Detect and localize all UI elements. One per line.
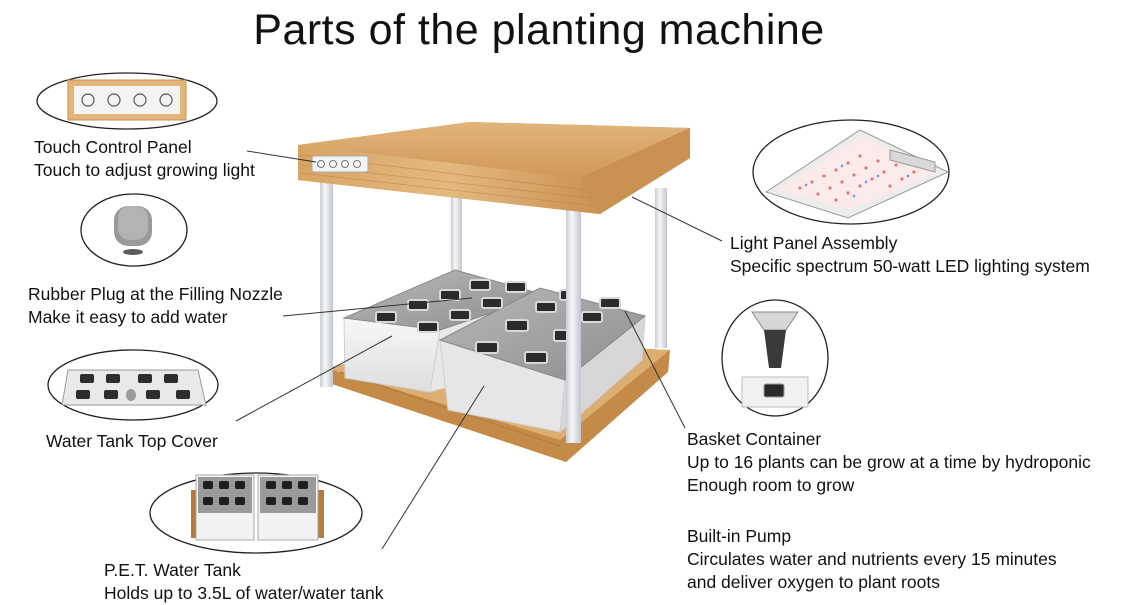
top-cover-inset bbox=[47, 349, 219, 421]
touch-panel-inset bbox=[36, 72, 218, 130]
rubber-plug-desc: Make it easy to add water bbox=[28, 307, 228, 327]
basket-desc: Up to 16 plants can be grow at a time by… bbox=[687, 452, 1091, 472]
touch-panel-desc: Touch to adjust growing light bbox=[34, 160, 255, 180]
rubber-plug-title: Rubber Plug at the Filling Nozzle bbox=[28, 284, 283, 304]
pump-label: Built-in Pump Circulates water and nutri… bbox=[687, 525, 1057, 594]
basket-title: Basket Container bbox=[687, 429, 822, 449]
rubber-plug-inset bbox=[80, 193, 188, 267]
water-tank-label: P.E.T. Water Tank Holds up to 3.5L of wa… bbox=[104, 559, 384, 605]
top-cover-title: Water Tank Top Cover bbox=[46, 431, 218, 451]
planting-machine bbox=[298, 122, 690, 462]
basket-desc-2: Enough room to grow bbox=[687, 475, 855, 495]
light-panel-label: Light Panel Assembly Specific spectrum 5… bbox=[730, 232, 1090, 278]
light-panel-desc: Specific spectrum 50-watt LED lighting s… bbox=[730, 256, 1090, 276]
water-tank-desc: Holds up to 3.5L of water/water tank bbox=[104, 583, 384, 603]
rubber-plug-label: Rubber Plug at the Filling Nozzle Make i… bbox=[28, 283, 283, 329]
touch-panel-label: Touch Control Panel Touch to adjust grow… bbox=[34, 136, 255, 182]
water-tank-title: P.E.T. Water Tank bbox=[104, 560, 241, 580]
pump-desc-2: and deliver oxygen to plant roots bbox=[687, 572, 940, 592]
light-panel-inset bbox=[752, 119, 950, 225]
basket-inset bbox=[721, 299, 829, 417]
top-cover-label: Water Tank Top Cover bbox=[46, 430, 218, 453]
basket-label: Basket Container Up to 16 plants can be … bbox=[687, 428, 1091, 497]
pump-desc: Circulates water and nutrients every 15 … bbox=[687, 549, 1057, 569]
leader-lines bbox=[235, 150, 723, 550]
page-title: Parts of the planting machine bbox=[253, 6, 825, 54]
light-panel-title: Light Panel Assembly bbox=[730, 233, 898, 253]
touch-panel-title: Touch Control Panel bbox=[34, 137, 192, 157]
water-tank-inset bbox=[149, 472, 363, 554]
pump-title: Built-in Pump bbox=[687, 526, 792, 546]
